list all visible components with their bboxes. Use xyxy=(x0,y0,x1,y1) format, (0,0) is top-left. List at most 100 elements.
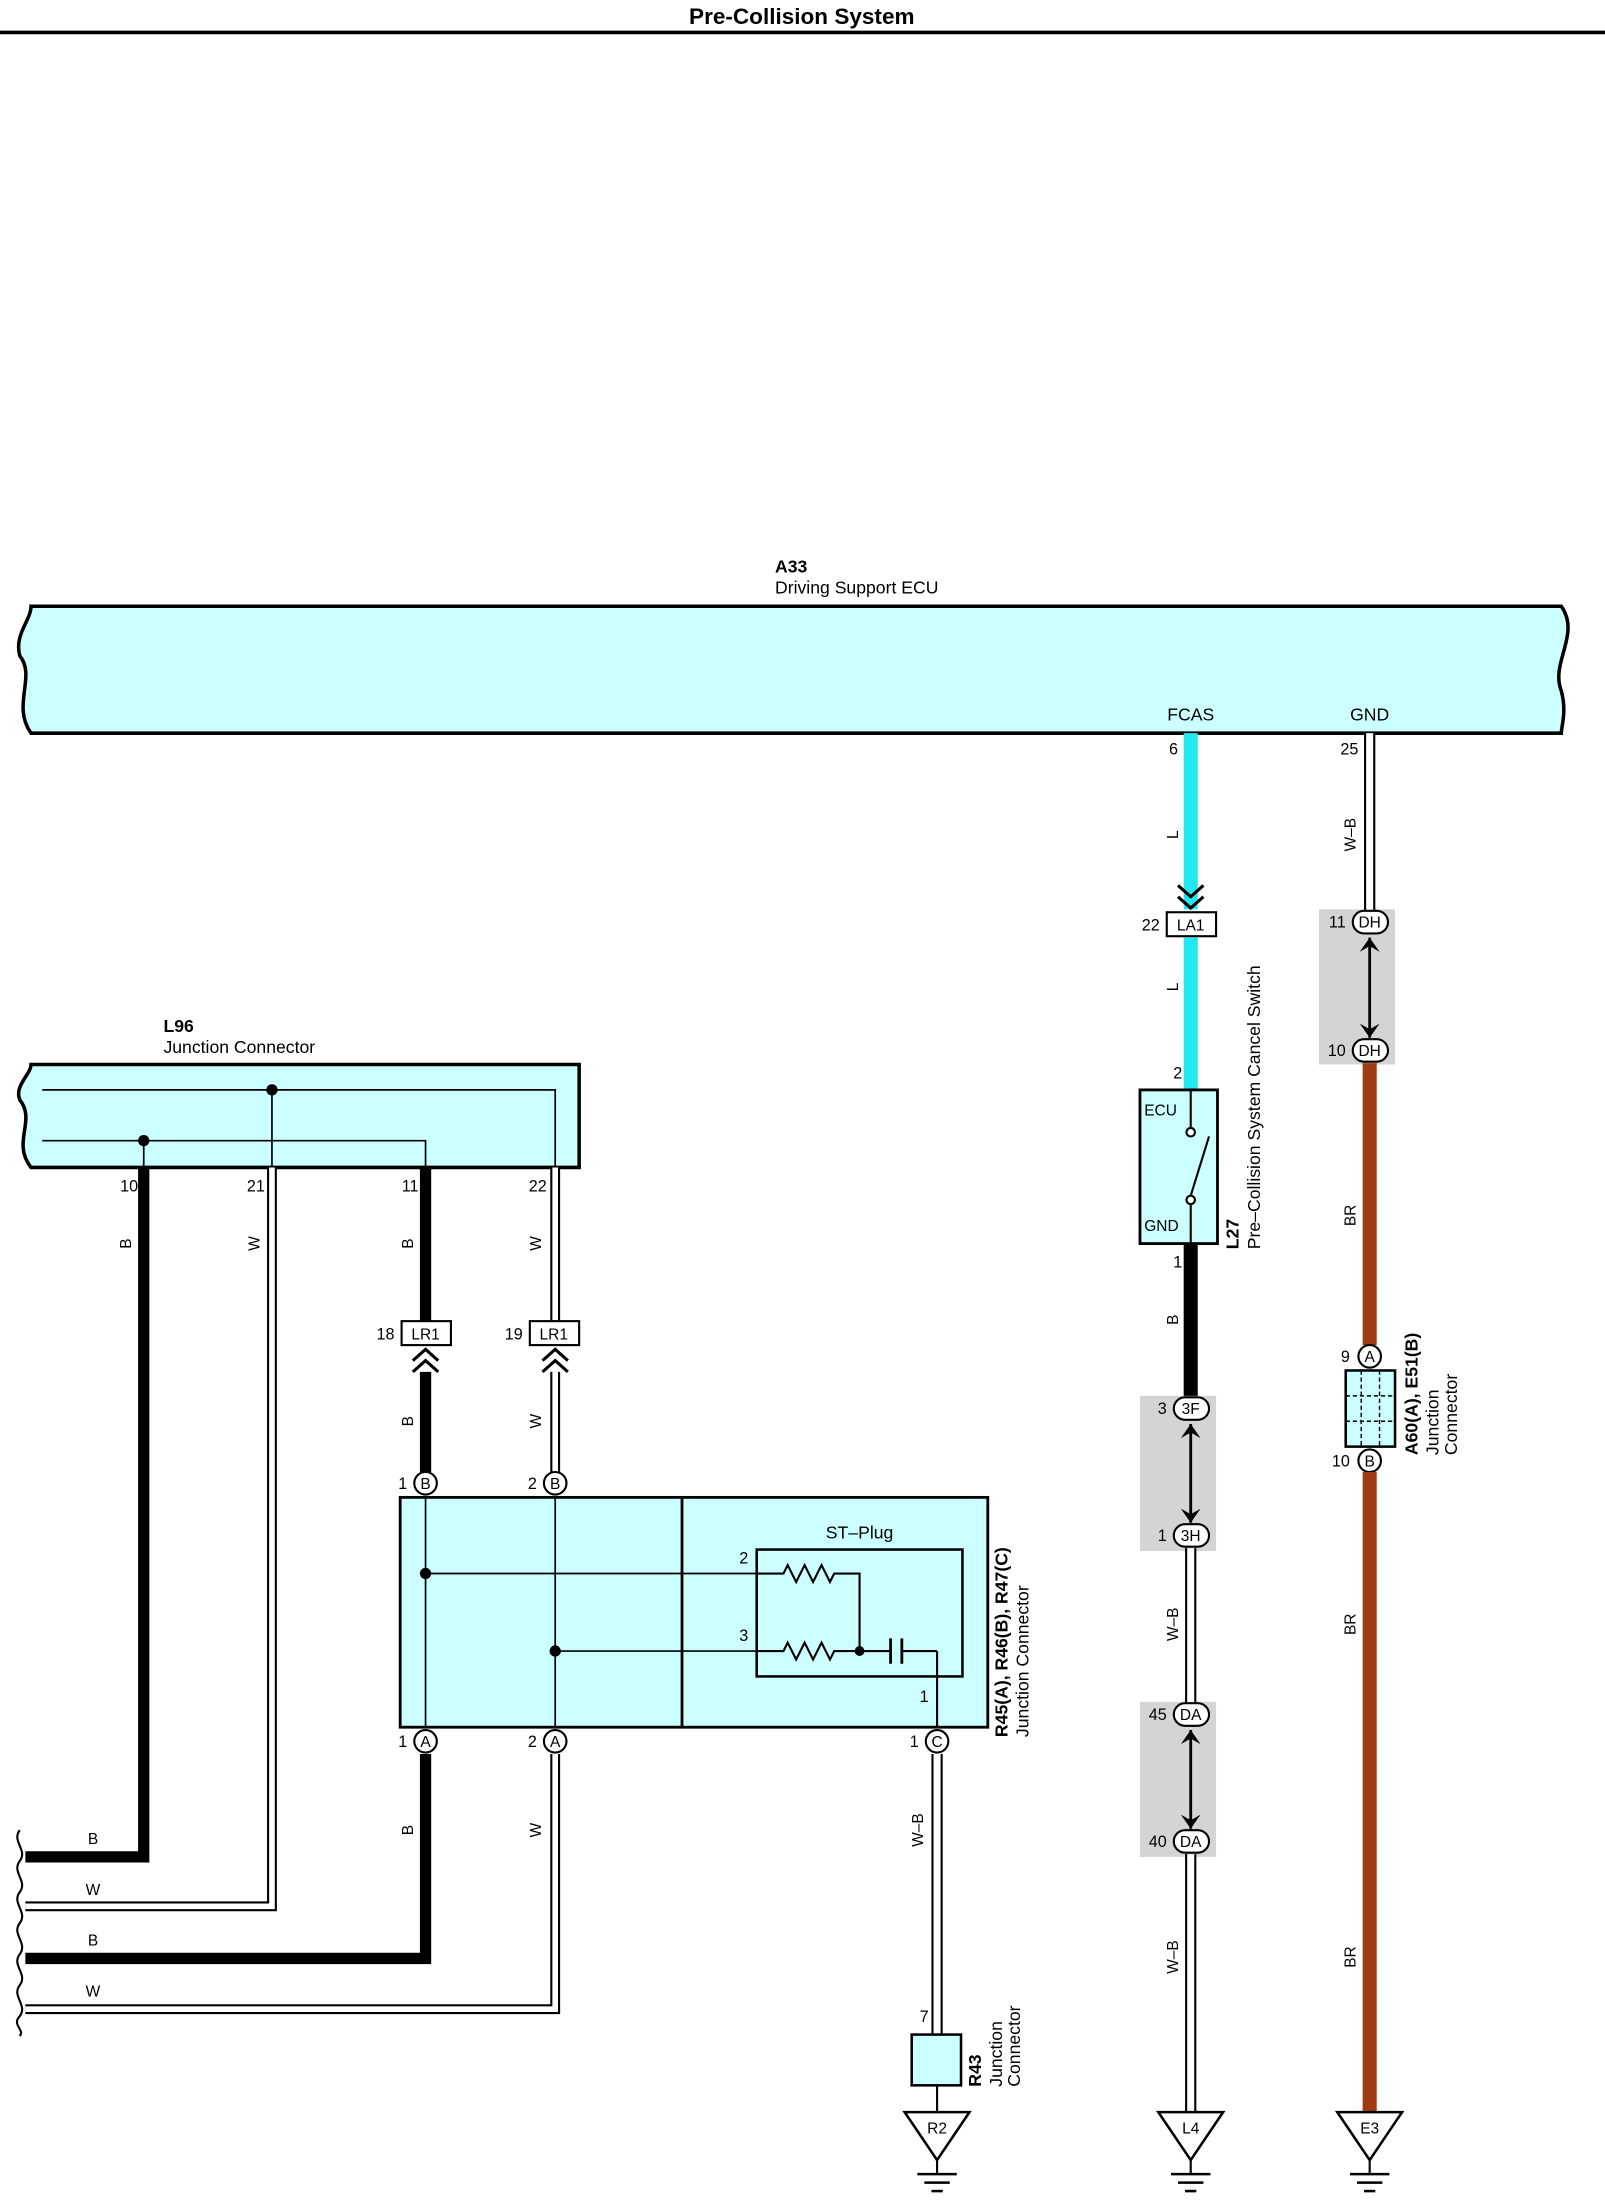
l96-box xyxy=(16,1062,581,1170)
junction-b-code-1: B xyxy=(420,1476,430,1493)
junction-c-code: C xyxy=(931,1734,942,1751)
pin-sp-2: 2 xyxy=(739,1550,748,1568)
r45-name: Junction Connector xyxy=(1013,1585,1033,1737)
wire-label-b-left-2: B xyxy=(88,1933,98,1950)
r45-box xyxy=(398,1495,990,1729)
fcas-circuit: 6 L L LA1 22 ECU GND 2 1 L27 Pre–Collisi… xyxy=(1138,733,1264,2113)
wire-label-wb-2: W–B xyxy=(1165,1940,1182,1974)
lr1-chevron-icon xyxy=(541,1347,569,1374)
pin-sp-1: 1 xyxy=(920,1688,929,1706)
l27-switch-box xyxy=(1138,1088,1219,1245)
ground-symbol-icon xyxy=(917,2160,957,2193)
wire-label-b-lr1: B xyxy=(400,1416,417,1426)
a60-pin-a xyxy=(1357,1344,1383,1369)
l27-name: Pre–Collision System Cancel Switch xyxy=(1244,965,1264,1249)
connector-da-45 xyxy=(1172,1702,1211,1727)
ground-symbol-icon xyxy=(1170,2160,1211,2193)
wire-label-w-l96-21: W xyxy=(246,1236,263,1251)
wire-b-a1 xyxy=(25,1753,432,1965)
st-plug-label: ST–Plug xyxy=(826,1522,894,1542)
pin-l27-2: 2 xyxy=(1173,1065,1182,1083)
wire-label-br-1: BR xyxy=(1343,1205,1360,1227)
junction-b-pin-2 xyxy=(542,1470,568,1496)
r43-code: R43 xyxy=(965,2054,985,2087)
wire-label-l-2: L xyxy=(1165,982,1182,991)
r43-connector xyxy=(910,2033,963,2087)
resistor-2-icon xyxy=(756,1640,891,1662)
pin-a-1: 1 xyxy=(398,1733,407,1751)
la1-chevron-icon xyxy=(1177,884,1205,911)
pin-a33-6: 6 xyxy=(1169,740,1178,758)
ground-triangle-icon xyxy=(902,2110,972,2163)
pin-r43-7: 7 xyxy=(920,2008,929,2026)
wire-label-b-a1: B xyxy=(400,1825,417,1835)
connector-3f-code: 3F xyxy=(1182,1401,1200,1418)
pin-la1-22: 22 xyxy=(1142,917,1160,935)
splice-dot-icon xyxy=(266,1084,278,1096)
ground-l4: L4 xyxy=(1155,2110,1226,2193)
wire-label-l-1: L xyxy=(1165,830,1182,839)
ground-symbol-icon xyxy=(1349,2160,1390,2193)
connector-da-40 xyxy=(1172,1829,1211,1854)
pin-dh-11: 11 xyxy=(1329,914,1346,932)
connector-3h-code: 3H xyxy=(1181,1528,1201,1545)
splice-dot-icon xyxy=(419,1567,432,1580)
a60-code: A60(A), E51(B) xyxy=(1402,1333,1422,1455)
junction-a-pin-1 xyxy=(413,1728,438,1754)
gnd-circuit: 25 W–B DH 11 DH 10 BR A 9 B 10 A60(A), E… xyxy=(1328,733,1461,2113)
pin-da-40: 40 xyxy=(1149,1833,1167,1851)
ground-e3-label: E3 xyxy=(1360,2120,1379,2137)
switch-contact-icon xyxy=(1185,1089,1211,1244)
arrow-down-icon xyxy=(1180,1508,1201,1523)
pin-lr1-18: 18 xyxy=(377,1325,395,1343)
la1-code: LA1 xyxy=(1177,918,1205,935)
capacitor-icon xyxy=(889,1638,939,1728)
resistor-1-icon xyxy=(756,1562,861,1652)
connector-dh-code-1: DH xyxy=(1358,915,1380,932)
wire-label-w-left-2: W xyxy=(86,1984,101,2001)
wire-break-icon xyxy=(15,1829,24,2037)
connector-dh-10 xyxy=(1351,1038,1390,1063)
pin-3h-1: 1 xyxy=(1158,1527,1167,1545)
ground-r2: R2 xyxy=(902,2110,972,2193)
connector-3h xyxy=(1172,1523,1211,1548)
pin-l27-1: 1 xyxy=(1173,1254,1182,1272)
ground-e3: E3 xyxy=(1334,2110,1405,2193)
a33-box xyxy=(16,604,1570,735)
connector-da-code-2: DA xyxy=(1180,1834,1202,1851)
l96-name: Junction Connector xyxy=(163,1037,315,1057)
ground-r2-label: R2 xyxy=(927,2120,947,2137)
r45-code: R45(A), R46(B), R47(C) xyxy=(992,1547,1012,1737)
a33-code: A33 xyxy=(775,556,808,576)
wire-label-wb-1: W–B xyxy=(1165,1607,1182,1641)
wire-label-b-l96-11: B xyxy=(400,1238,417,1248)
junction-b-pin-1 xyxy=(413,1470,438,1496)
wire-label-br-3: BR xyxy=(1343,1946,1360,1968)
a33-name: Driving Support ECU xyxy=(775,578,938,598)
wire-b-l96-10 xyxy=(25,1167,150,1863)
r43-name-1: Junction xyxy=(986,2021,1006,2087)
wire-label-w-left-1: W xyxy=(86,1882,101,1899)
pin-a60-10: 10 xyxy=(1332,1452,1350,1470)
connector-dh-11 xyxy=(1351,909,1390,935)
a60-name-1: Junction xyxy=(1423,1389,1443,1455)
ground-triangle-icon xyxy=(1155,2110,1226,2163)
pin-l96-21: 21 xyxy=(247,1177,265,1195)
wire-label-b-l27: B xyxy=(1165,1315,1182,1325)
dh-shade xyxy=(1318,909,1396,1065)
pin-a33-25: 25 xyxy=(1340,740,1358,758)
pin-l96-10: 10 xyxy=(120,1177,138,1195)
a60-name-2: Connector xyxy=(1441,1374,1461,1455)
a60-pin-a-code: A xyxy=(1365,1349,1376,1366)
pin-a-2: 2 xyxy=(528,1733,537,1751)
wire-w-l96-21 xyxy=(25,1167,277,1912)
l27-term-gnd: GND xyxy=(1144,1218,1178,1235)
pin-da-45: 45 xyxy=(1149,1706,1167,1724)
junction-a-pin-2 xyxy=(542,1728,568,1754)
lr1-connector-19 xyxy=(528,1320,581,1347)
lr1-code-19: LR1 xyxy=(540,1326,568,1343)
pin-b-2: 2 xyxy=(528,1475,537,1493)
lr1-chevron-icon xyxy=(411,1347,440,1374)
pin-l96-11: 11 xyxy=(402,1177,419,1195)
pin-lr1-19: 19 xyxy=(505,1325,523,1343)
